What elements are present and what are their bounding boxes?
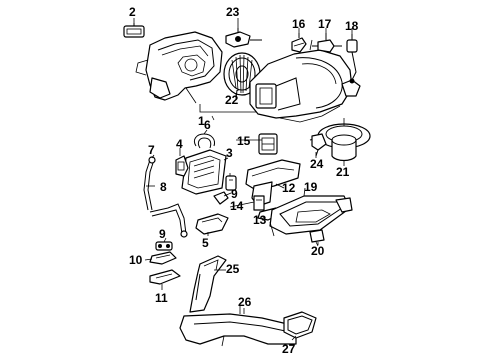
part-6-pipe xyxy=(193,133,215,149)
callout-5: 5 xyxy=(202,236,209,250)
part-4-bracket xyxy=(175,155,189,177)
part-11-clip xyxy=(149,269,181,285)
part-21-blower-motor xyxy=(309,118,371,162)
part-2-clip xyxy=(123,23,145,38)
part-16-clip xyxy=(291,33,307,53)
callout-17: 17 xyxy=(318,17,332,31)
part-5-holder xyxy=(195,213,229,235)
callout-2: 2 xyxy=(129,5,136,19)
part-8-pipe xyxy=(149,203,188,238)
part-25-duct xyxy=(189,255,227,313)
callout-20: 20 xyxy=(311,244,325,258)
part-23-resistor xyxy=(225,28,262,48)
callout-8: 8 xyxy=(160,180,167,194)
leader-lines xyxy=(133,18,353,341)
part-26-duct xyxy=(179,306,297,347)
callout-16: 16 xyxy=(292,17,306,31)
callout-9-upper: 9 xyxy=(231,187,238,201)
callout-13: 13 xyxy=(253,213,267,227)
callout-23: 23 xyxy=(226,5,240,19)
part-14-bracket xyxy=(253,195,265,211)
blower-housing-left xyxy=(135,31,223,104)
callout-19: 19 xyxy=(304,180,318,194)
part-3-sensor xyxy=(225,175,237,191)
part-27-outlet xyxy=(283,311,317,339)
part-10-connector xyxy=(149,251,177,265)
part-9-fitting xyxy=(213,191,229,205)
callout-12: 12 xyxy=(282,181,296,195)
callout-18: 18 xyxy=(345,19,359,33)
callout-24: 24 xyxy=(310,157,324,171)
callout-27: 27 xyxy=(282,342,296,356)
callout-3: 3 xyxy=(226,146,233,160)
part-3-evaporator-core xyxy=(181,149,227,195)
blower-housing-main xyxy=(249,39,361,123)
part-7-pipe xyxy=(143,156,156,211)
part-18-sensor xyxy=(346,34,358,84)
part-20-plug xyxy=(309,229,325,247)
callout-22: 22 xyxy=(225,93,239,107)
callout-6: 6 xyxy=(204,118,211,132)
callout-11: 11 xyxy=(155,291,168,305)
callout-25: 25 xyxy=(226,262,240,276)
callout-7: 7 xyxy=(148,143,155,157)
part-24-tube xyxy=(311,133,327,157)
callout-9-lower: 9 xyxy=(159,227,166,241)
callout-1: 1 xyxy=(198,114,205,128)
callout-26: 26 xyxy=(238,295,252,309)
callout-15: 15 xyxy=(237,134,251,148)
callout-21: 21 xyxy=(336,165,350,179)
callout-4: 4 xyxy=(176,137,183,151)
callout-10: 10 xyxy=(129,253,143,267)
callout-14: 14 xyxy=(230,199,244,213)
part-17-fitting xyxy=(312,33,342,53)
part-19-tray xyxy=(269,195,353,237)
part-9-connector xyxy=(155,241,173,251)
part-15-block xyxy=(258,133,278,155)
